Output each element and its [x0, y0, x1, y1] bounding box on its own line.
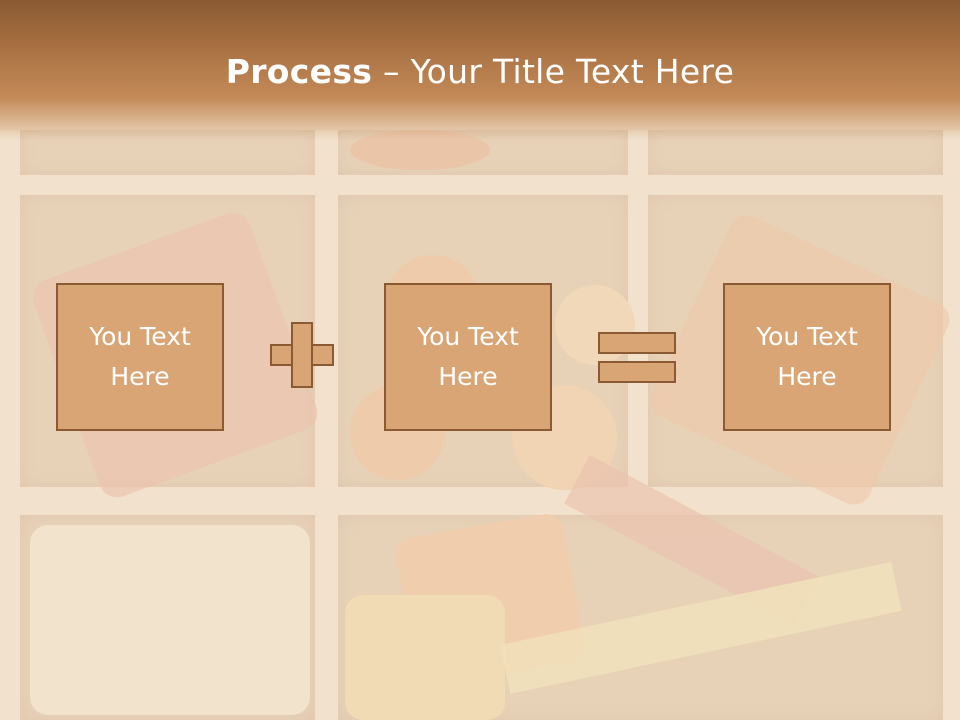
slide-title: Process – Your Title Text Here: [0, 52, 960, 91]
title-rest: – Your Title Text Here: [372, 52, 735, 91]
title-bold: Process: [225, 52, 373, 91]
title-band: [0, 0, 960, 140]
